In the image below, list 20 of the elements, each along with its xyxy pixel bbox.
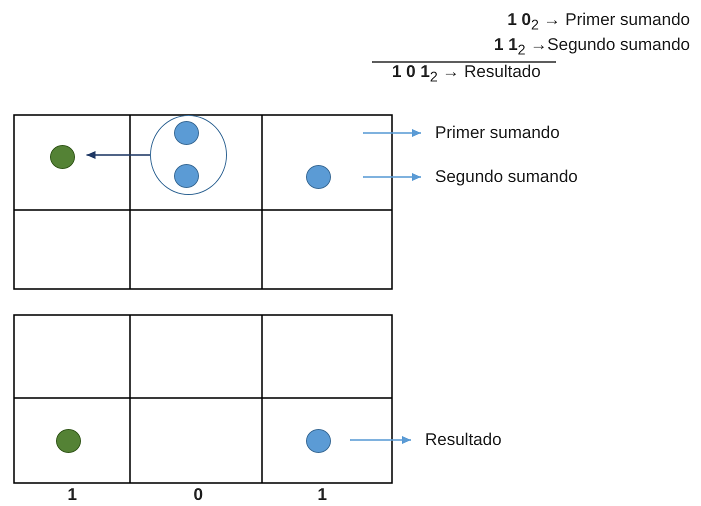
row-label: Primer sumando [435,123,560,143]
counter-dot [50,145,75,169]
carry-ring [150,115,227,195]
arrow [363,173,421,181]
counter-dot [174,120,198,144]
column-digit: 0 [194,485,203,505]
counter-dot [56,429,81,453]
column-digit: 1 [318,485,327,505]
sum-line: 1 0 1$_{2}$ → Resultado [392,62,541,88]
row-label: Segundo sumando [435,167,578,187]
arrow [86,151,150,159]
arrow [363,129,421,137]
sum-line: 1 1$_{2}$ →Segundo sumando [494,35,690,60]
row-label: Resultado [425,430,502,450]
sum-line: 1 0$_{2}$ → Primer sumando [507,10,690,36]
arrow [350,436,411,444]
counter-dot [174,164,198,188]
column-digit: 1 [68,485,77,505]
counter-dot [306,165,331,189]
counter-dot [306,429,331,453]
